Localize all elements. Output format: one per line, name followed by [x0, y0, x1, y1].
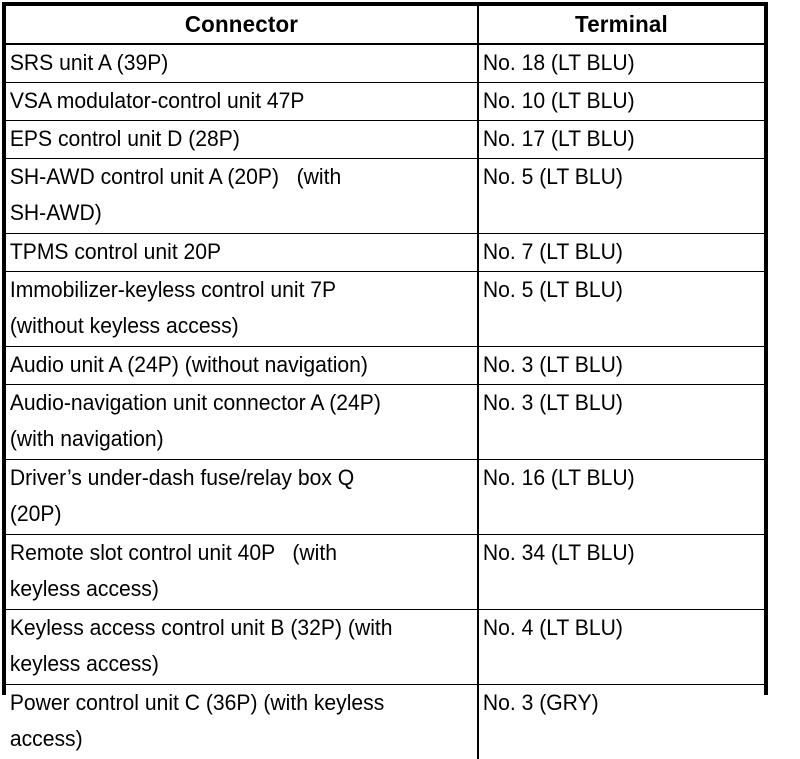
cell-terminal-text: No. 5 (LT BLU): [479, 159, 753, 195]
cell-terminal-text: No. 7 (LT BLU): [479, 234, 753, 270]
table-row: Driver’s under-dash fuse/relay box Q (20…: [6, 460, 764, 535]
cell-terminal: No. 17 (LT BLU): [478, 121, 764, 159]
cell-connector: Audio unit A (24P) (without navigation): [6, 347, 478, 385]
cell-terminal-text: No. 3 (LT BLU): [479, 347, 753, 383]
cell-terminal: No. 3 (LT BLU): [478, 385, 764, 460]
cell-terminal-text: No. 18 (LT BLU): [479, 45, 753, 81]
cell-connector-text: SH-AWD control unit A (20P) (with SH-AWD…: [6, 159, 458, 231]
cell-connector-text: SRS unit A (39P): [6, 45, 458, 81]
cell-terminal-text: No. 3 (GRY): [479, 685, 753, 721]
cell-connector-text: Remote slot control unit 40P (with keyle…: [6, 535, 458, 607]
cell-terminal-text: No. 34 (LT BLU): [479, 535, 753, 571]
cell-connector-text: VSA modulator-control unit 47P: [6, 83, 458, 119]
cell-connector: Remote slot control unit 40P (with keyle…: [6, 535, 478, 610]
table-row: VSA modulator-control unit 47P No. 10 (LT…: [6, 83, 764, 121]
table-row: Keyless access control unit B (32P) (wit…: [6, 610, 764, 685]
table-row: Audio-navigation unit connector A (24P) …: [6, 385, 764, 460]
cell-connector: SH-AWD control unit A (20P) (with SH-AWD…: [6, 159, 478, 234]
column-header-connector: Connector: [13, 6, 471, 44]
cell-connector: Power control unit C (36P) (with keyless…: [6, 685, 478, 759]
cell-connector-text: Keyless access control unit B (32P) (wit…: [6, 610, 458, 682]
cell-terminal: No. 34 (LT BLU): [478, 535, 764, 610]
cell-connector: Driver’s under-dash fuse/relay box Q (20…: [6, 460, 478, 535]
cell-terminal: No. 5 (LT BLU): [478, 272, 764, 347]
cell-terminal-text: No. 10 (LT BLU): [479, 83, 753, 119]
cell-terminal: No. 3 (GRY): [478, 685, 764, 759]
cell-terminal-text: No. 16 (LT BLU): [479, 460, 753, 496]
table-body: SRS unit A (39P)No. 18 (LT BLU)VSA modul…: [6, 44, 764, 759]
cell-connector-text: TPMS control unit 20P: [6, 234, 458, 270]
column-header-terminal: Terminal: [482, 6, 759, 44]
cell-connector: Immobilizer-keyless control unit 7P (wit…: [6, 272, 478, 347]
table-header: Connector Terminal: [6, 6, 764, 44]
cell-terminal-text: No. 4 (LT BLU): [479, 610, 753, 646]
table-row: SH-AWD control unit A (20P) (with SH-AWD…: [6, 159, 764, 234]
cell-terminal-text: No. 3 (LT BLU): [479, 385, 753, 421]
cell-terminal: No. 5 (LT BLU): [478, 159, 764, 234]
cell-connector-text: Audio unit A (24P) (without navigation): [6, 347, 458, 383]
table-row: EPS control unit D (28P) No. 17 (LT BLU): [6, 121, 764, 159]
cell-connector: VSA modulator-control unit 47P: [6, 83, 478, 121]
cell-terminal: No. 10 (LT BLU): [478, 83, 764, 121]
table-row: Immobilizer-keyless control unit 7P (wit…: [6, 272, 764, 347]
table-row: Audio unit A (24P) (without navigation) N…: [6, 347, 764, 385]
cell-connector-text: EPS control unit D (28P): [6, 121, 458, 157]
table-row: Power control unit C (36P) (with keyless…: [6, 685, 764, 759]
cell-terminal: No. 3 (LT BLU): [478, 347, 764, 385]
table-row: TPMS control unit 20P No. 7 (LT BLU): [6, 234, 764, 272]
table-row: SRS unit A (39P) No. 18 (LT BLU): [6, 44, 764, 83]
cell-terminal: No. 4 (LT BLU): [478, 610, 764, 685]
table-row: Remote slot control unit 40P (with keyle…: [6, 535, 764, 610]
cell-connector-text: Immobilizer-keyless control unit 7P (wit…: [6, 272, 458, 344]
cell-connector-text: Power control unit C (36P) (with keyless…: [6, 685, 458, 757]
cell-terminal: No. 18 (LT BLU): [478, 44, 764, 83]
cell-connector: TPMS control unit 20P: [6, 234, 478, 272]
connector-terminal-table: Connector Terminal SRS unit A (39P) No. 1…: [6, 6, 764, 759]
cell-connector-text: Driver’s under-dash fuse/relay box Q (20…: [6, 460, 458, 532]
cell-connector: Audio-navigation unit connector A (24P) …: [6, 385, 478, 460]
cell-connector-text: Audio-navigation unit connector A (24P) …: [6, 385, 458, 457]
cell-terminal-text: No. 5 (LT BLU): [479, 272, 753, 308]
connector-terminal-table-container: Connector Terminal SRS unit A (39P) No. 1…: [2, 2, 768, 695]
cell-terminal-text: No. 17 (LT BLU): [479, 121, 753, 157]
cell-connector: Keyless access control unit B (32P) (wit…: [6, 610, 478, 685]
cell-terminal: No. 16 (LT BLU): [478, 460, 764, 535]
table-header-row: Connector Terminal: [6, 6, 764, 44]
cell-connector: SRS unit A (39P): [6, 44, 478, 83]
cell-terminal: No. 7 (LT BLU): [478, 234, 764, 272]
cell-connector: EPS control unit D (28P): [6, 121, 478, 159]
